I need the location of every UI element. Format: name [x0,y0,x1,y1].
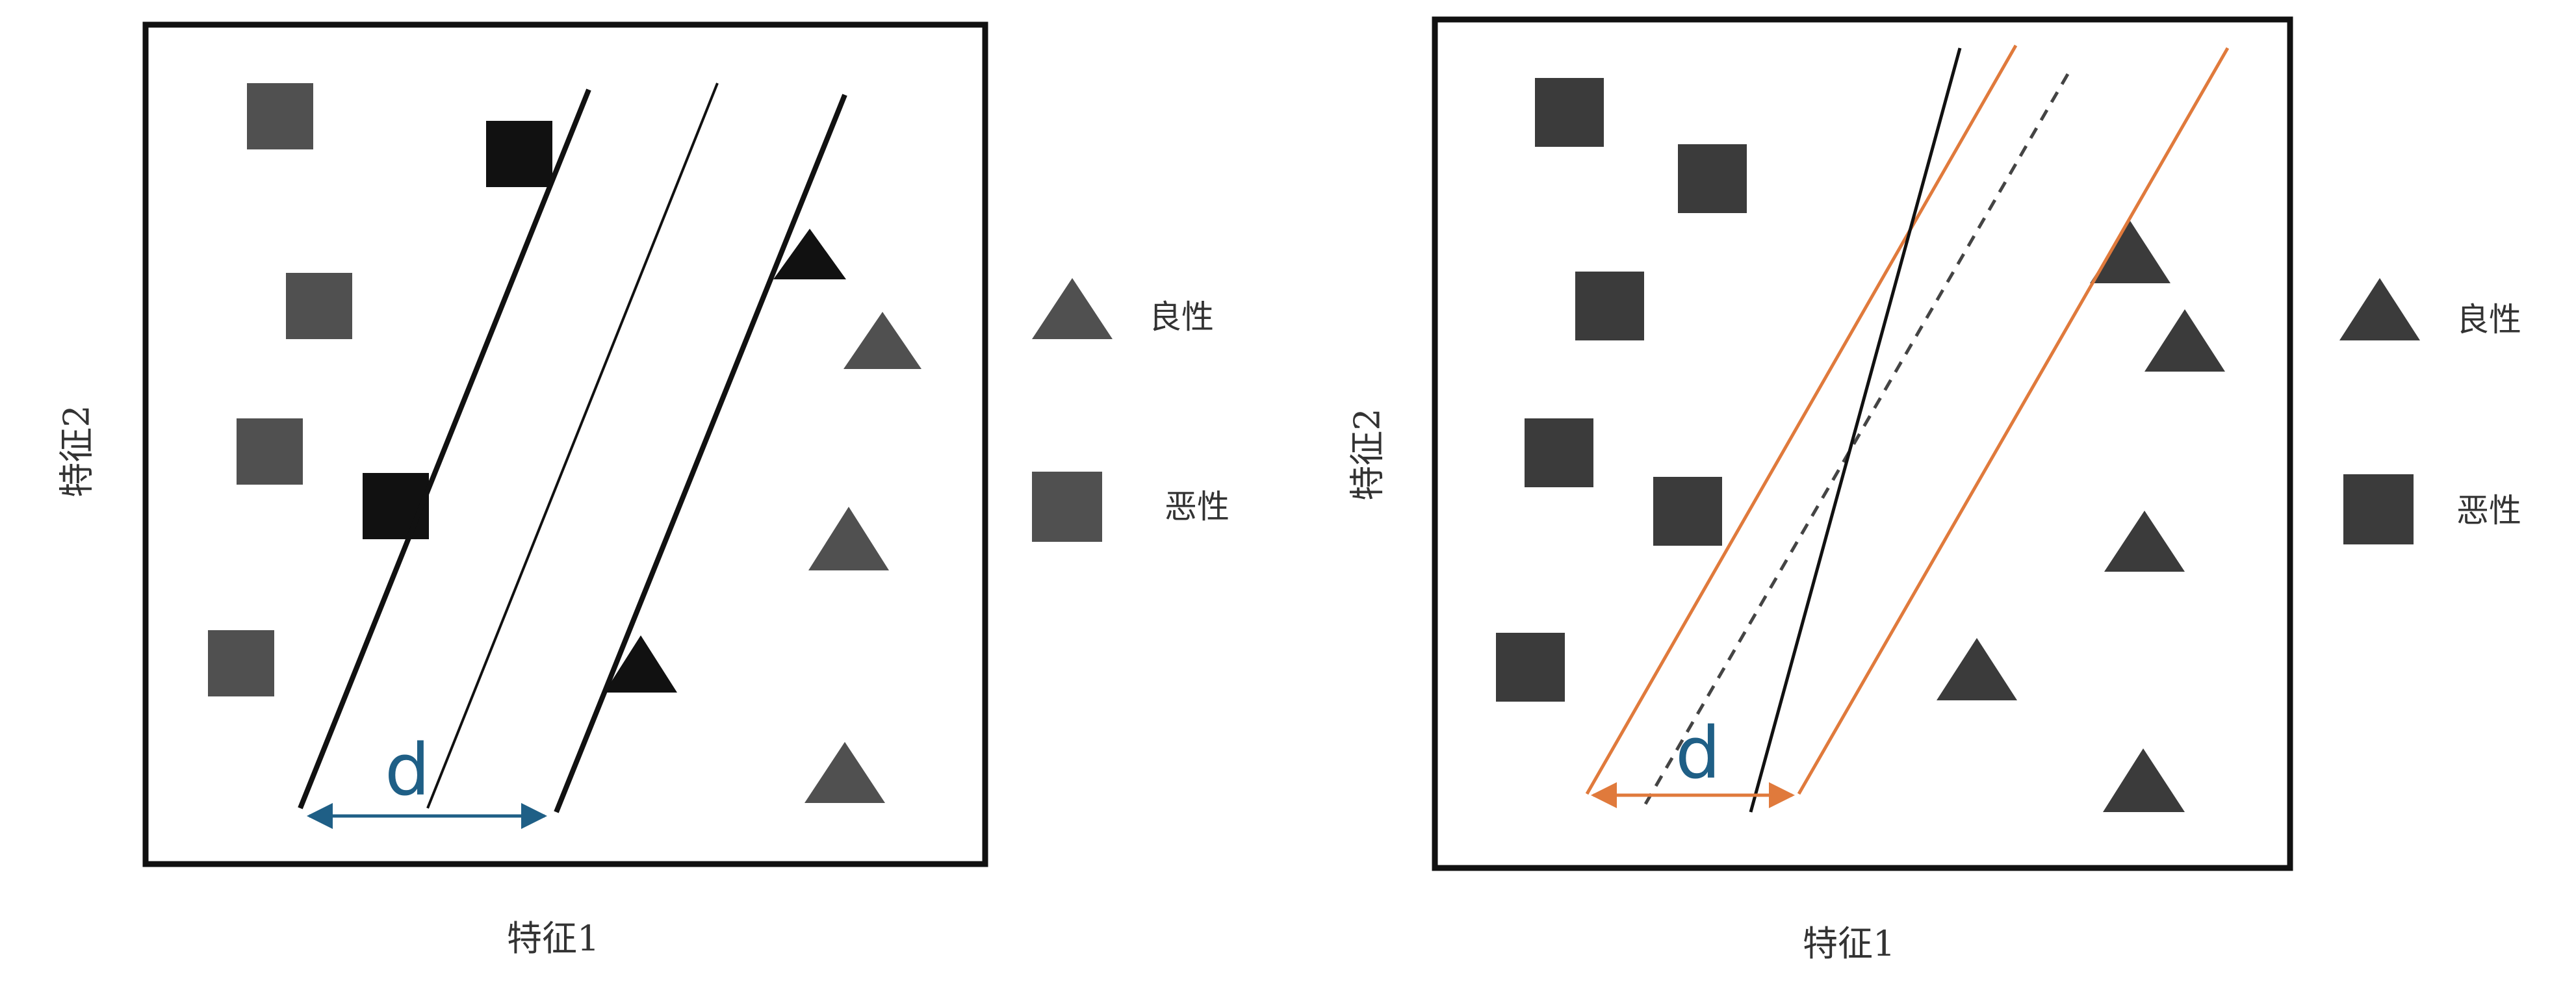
right-legend-label-malignant: 恶性 [2456,492,2521,529]
left-triangle-marker [844,312,921,369]
left-y-axis-label: 特征2 [56,405,97,498]
left-legend-triangle-icon [1032,278,1113,339]
right-square-marker [1678,144,1747,213]
right-square-marker [1496,633,1565,702]
right-dashed-hyperplane-line [1640,73,2070,812]
left-triangle-marker [808,507,889,570]
right-triangle-marker [2090,221,2170,283]
right-plot-frame [1432,16,2293,871]
right-x-axis-label: 特征1 [1803,923,1896,964]
left-margin-line [554,94,847,813]
left-triangle-marker [604,635,677,693]
right-triangle-marker [1937,638,2017,700]
right-triangle-marker [2103,748,2185,812]
right-legend-square-icon [2343,474,2414,544]
left-margin-line [298,88,591,809]
right-separating-line [1749,47,1962,813]
left-square-marker [247,83,313,149]
right-triangle-marker [2104,511,2185,572]
right-legend-label-benign: 良性 [2456,301,2521,338]
left-legend-label-benign: 良性 [1149,298,1214,336]
right-y-axis-label: 特征2 [1346,408,1388,501]
left-square-marker [363,473,429,539]
left-square-marker [286,273,352,339]
left-triangle-marker [773,229,846,279]
right-square-marker [1525,418,1593,487]
right-margin-line [1585,44,2018,795]
right-square-marker [1575,272,1644,340]
right-margin-line [1797,47,2230,795]
left-square-marker [486,121,552,187]
left-legend-label-malignant: 恶性 [1165,488,1230,526]
left-hyperplane-line [426,83,719,809]
left-triangle-marker [805,742,885,803]
left-square-marker [208,630,274,696]
right-square-marker [1653,477,1722,546]
right-margin-label: d [1675,711,1721,795]
left-legend-square-icon [1032,472,1102,542]
right-triangle-marker [2145,309,2225,372]
right-square-marker [1535,78,1604,147]
right-legend-triangle-icon [2339,278,2420,340]
left-plot-frame [142,21,988,867]
left-x-axis-label: 特征1 [507,918,600,959]
left-margin-label: d [385,728,430,811]
left-square-marker [237,418,303,485]
